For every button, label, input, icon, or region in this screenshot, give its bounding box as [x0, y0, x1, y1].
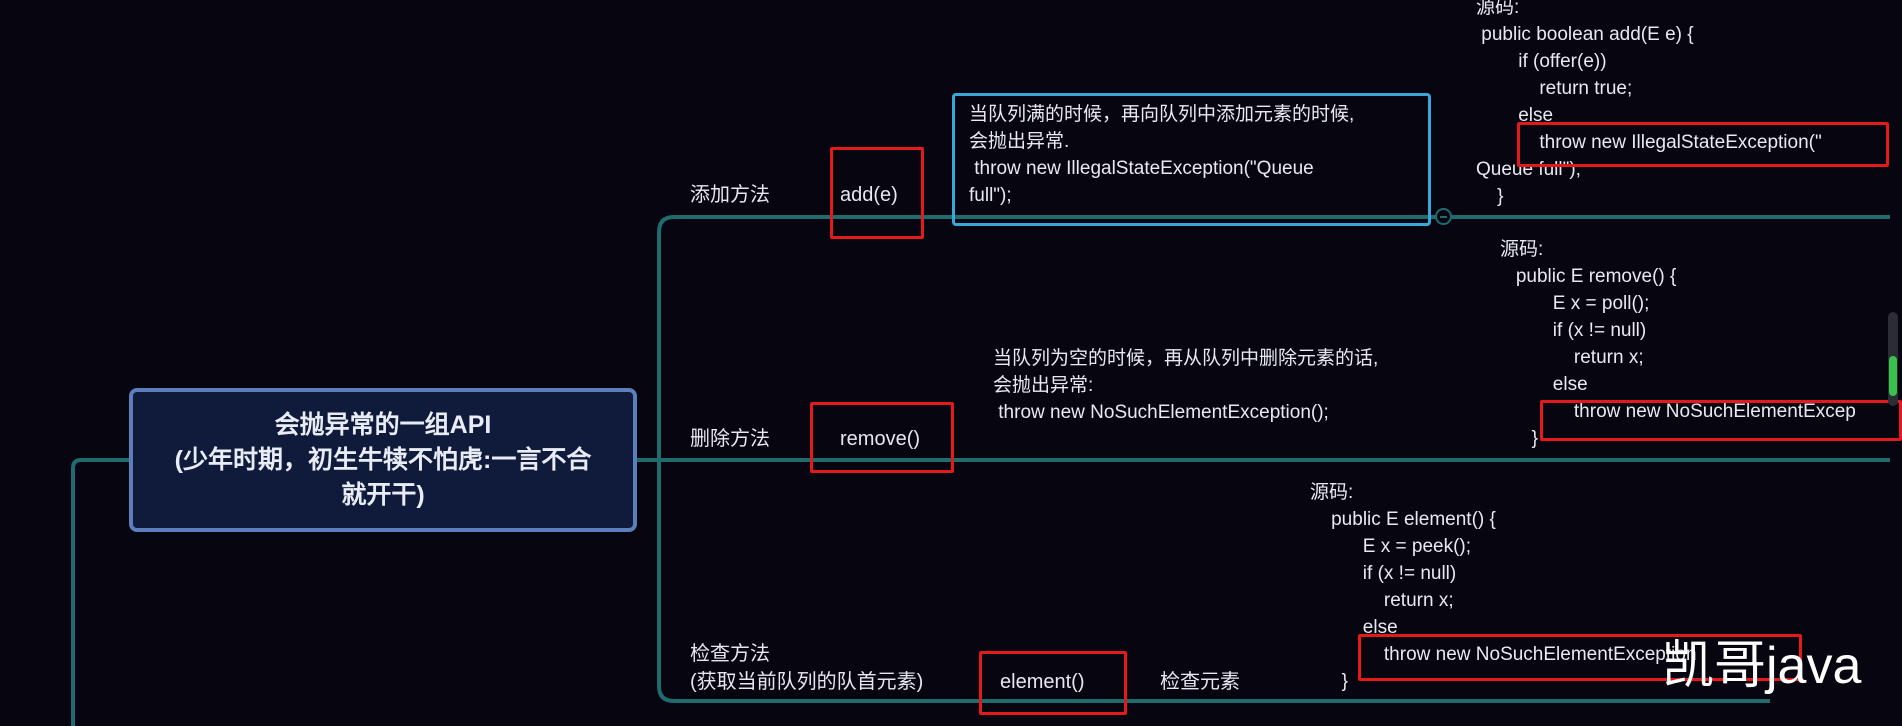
remove-note-text: 当队列为空的时候，再从队列中删除元素的话, 会抛出异常: throw new N… [993, 348, 1379, 423]
add-note-box[interactable] [952, 93, 1431, 226]
element-desc-label[interactable]: 检查元素 [1160, 671, 1240, 693]
scrollbar-thumb[interactable] [1889, 356, 1897, 396]
add-note-text: 当队列满的时候，再向队列中添加元素的时候, 会抛出异常. throw new I… [969, 104, 1355, 206]
root-title-line2: (少年时期，初生牛犊不怕虎:一言不合 [174, 445, 592, 474]
remove-category-label[interactable]: 删除方法 [690, 428, 770, 450]
element-method-label[interactable]: element() [1000, 671, 1085, 693]
add-source-highlight [1517, 122, 1889, 167]
element-method-highlight [979, 651, 1127, 715]
watermark: 凯哥java [1662, 637, 1862, 695]
remove-source-highlight [1540, 400, 1902, 441]
add-source-code: 源码: public boolean add(E e) { if (offer(… [1476, 0, 1822, 207]
element-source-code: 源码: public E element() { E x = peek(); i… [1310, 482, 1697, 692]
add-category-label[interactable]: 添加方法 [690, 184, 770, 206]
trunk-edge [71, 458, 129, 726]
element-source-highlight [1358, 634, 1802, 681]
root-title-line1: 会抛异常的一组API [274, 410, 492, 439]
remove-method-highlight [810, 402, 954, 473]
edge-vertical-spine [657, 215, 1890, 703]
element-category-label-1[interactable]: 检查方法 [690, 643, 770, 665]
add-method-label[interactable]: add(e) [840, 184, 898, 206]
remove-method-label[interactable]: remove() [840, 428, 921, 450]
add-method-highlight [830, 147, 924, 239]
remove-source-code: 源码: public E remove() { E x = poll(); if… [1500, 239, 1856, 449]
root-node[interactable]: 会抛异常的一组API (少年时期，初生牛犊不怕虎:一言不合 就开干) [129, 388, 637, 532]
root-title-line3: 就开干) [341, 480, 425, 509]
element-category-label-2[interactable]: (获取当前队列的队首元素) [690, 671, 924, 693]
collapse-toggle-icon[interactable] [1435, 208, 1452, 225]
